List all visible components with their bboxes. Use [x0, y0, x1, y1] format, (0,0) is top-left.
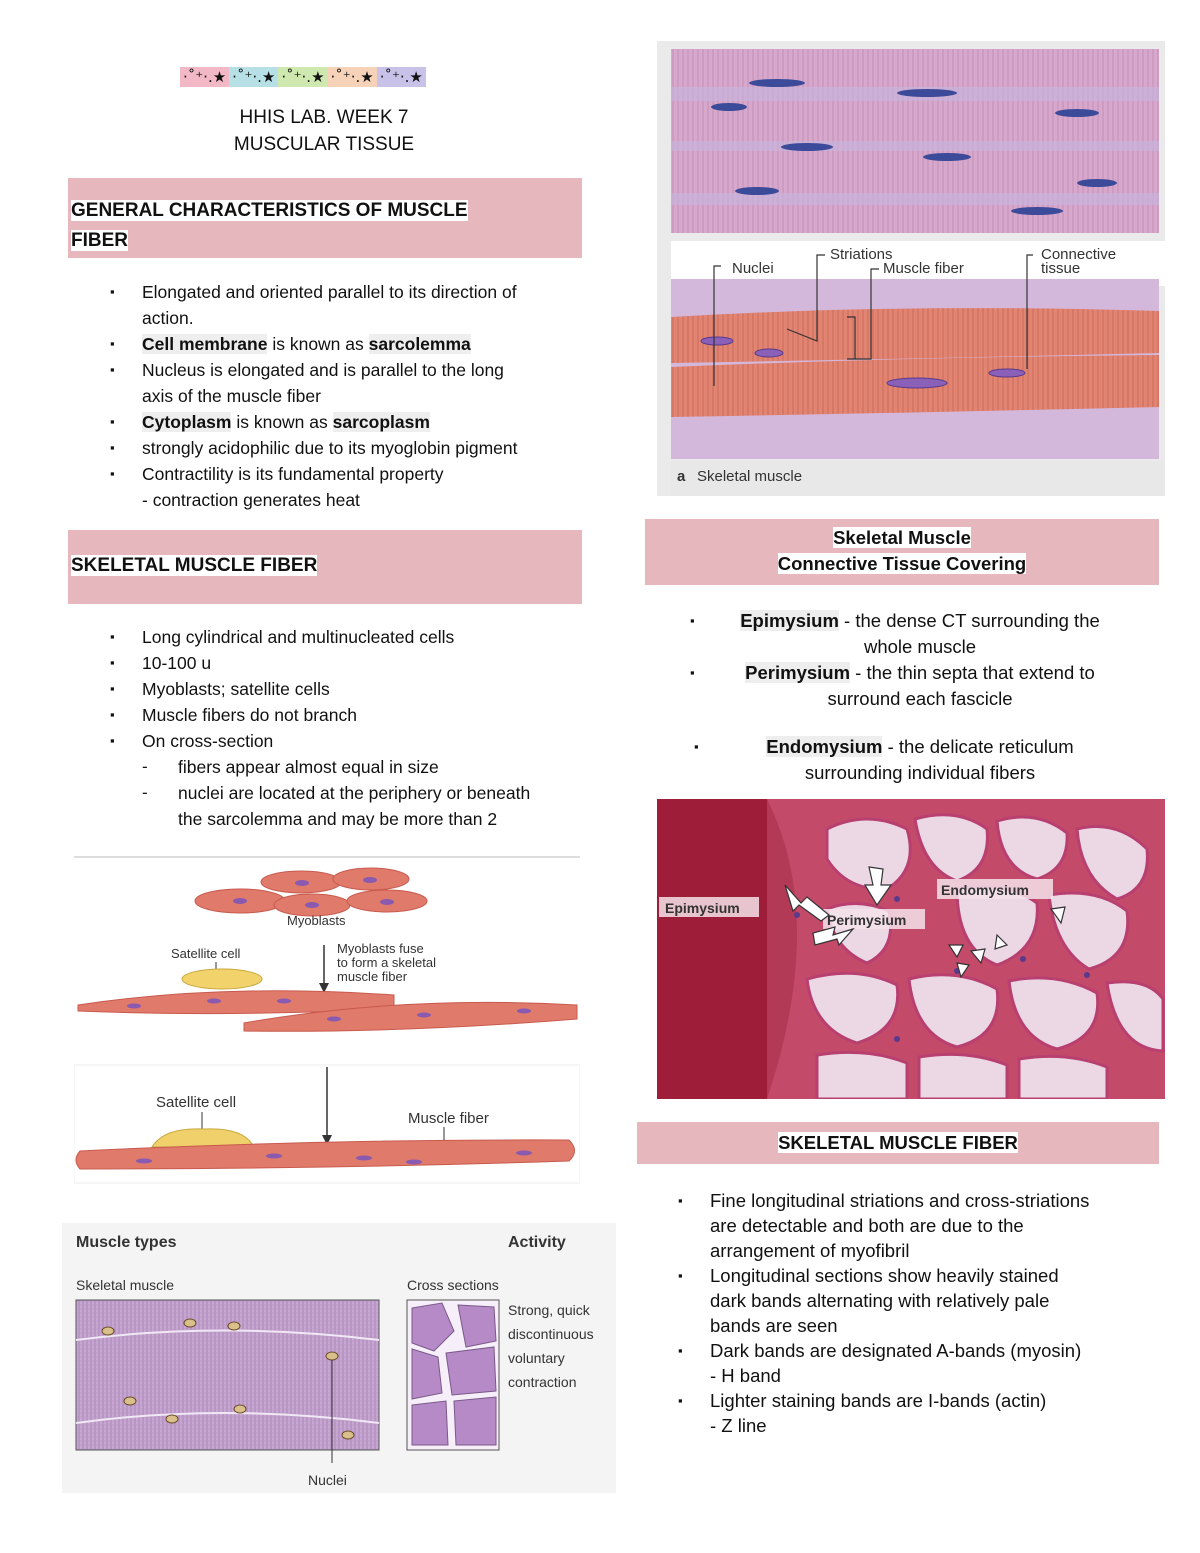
- sub-list-item: fibers appear almost equal in size: [70, 754, 610, 780]
- list-item: Contractility is its fundamental propert…: [70, 461, 590, 513]
- skeletal-heading-bar-right: SKELETAL MUSCLE FIBER: [637, 1122, 1159, 1164]
- list-item: Long cylindrical and multinucleated cell…: [70, 624, 610, 650]
- general-heading-line-1: GENERAL CHARACTERISTICS OF MUSCLE: [71, 200, 468, 221]
- label-tissue: tissue: [1041, 260, 1080, 277]
- list-item: ▪ Epimysium - the dense CT surrounding t…: [690, 610, 1100, 657]
- label-activity-3: voluntary: [508, 1350, 565, 1366]
- list-item: Cytoplasm is known as sarcoplasm: [70, 409, 590, 435]
- skeletal-list-left: Long cylindrical and multinucleated cell…: [70, 624, 610, 832]
- list-item: Cell membrane is known as sarcolemma: [70, 331, 590, 357]
- label-activity-1: Strong, quick: [508, 1302, 591, 1318]
- skeletal-heading-left: SKELETAL MUSCLE FIBER: [71, 555, 318, 576]
- ornament-star-3: ·˚⁺‧.★: [278, 67, 328, 87]
- ct-heading-line-1: Skeletal Muscle: [833, 527, 971, 548]
- list-item: Myoblasts; satellite cells: [70, 676, 610, 702]
- title-line-2: MUSCULAR TISSUE: [233, 134, 415, 155]
- ornament-star-1: ·˚⁺‧.★: [180, 67, 230, 87]
- list-item: Fine longitudinal striations and cross-s…: [638, 1188, 1198, 1263]
- general-heading-line-2: FIBER: [71, 230, 128, 251]
- list-item: Dark bands are designated A-bands (myosi…: [638, 1338, 1198, 1388]
- sub-list-item: nuclei are located at the periphery or b…: [70, 780, 610, 832]
- ornament-star-5: ·˚⁺‧.★: [376, 67, 426, 87]
- list-item: Nucleus is elongated and is parallel to …: [70, 357, 590, 409]
- label-muscle-fiber-top: Muscle fiber: [883, 260, 964, 277]
- label-perimysium: Perimysium: [827, 912, 906, 928]
- list-item: Longitudinal sections show heavily stain…: [638, 1263, 1198, 1338]
- label-connective: Connective: [1041, 246, 1116, 263]
- caption-letter: a: [677, 468, 686, 485]
- skeletal-heading-right: SKELETAL MUSCLE FIBER: [778, 1132, 1018, 1153]
- label-endomysium: Endomysium: [941, 882, 1029, 898]
- ct-covering-list: ▪ Epimysium - the dense CT surrounding t…: [690, 608, 1170, 786]
- label-fuse-2: to form a skeletal: [337, 955, 436, 970]
- list-item: strongly acidophilic due to its myoglobi…: [70, 435, 590, 461]
- title-line-1: HHIS LAB. WEEK 7: [239, 107, 409, 128]
- myoblast-fusion-figure: Myoblasts Satellite cell Myoblasts fuse …: [74, 855, 580, 1185]
- label-satellite-cell: Satellite cell: [171, 946, 240, 961]
- general-heading-bar: GENERAL CHARACTERISTICS OF MUSCLE FIBER: [68, 178, 582, 258]
- skeletal-heading-bar-left: SKELETAL MUSCLE FIBER: [68, 530, 582, 604]
- connective-tissue-micrograph: Epimysium Perimysium Endomysium: [657, 799, 1165, 1099]
- label-activity: Activity: [508, 1234, 566, 1251]
- general-list: Elongated and oriented parallel to its d…: [70, 279, 590, 513]
- muscle-types-figure: Muscle types Activity Skeletal muscle Cr…: [62, 1223, 616, 1493]
- ct-heading-line-2: Connective Tissue Covering: [777, 553, 1027, 574]
- list-item: On cross-section: [70, 728, 610, 754]
- label-activity-4: contraction: [508, 1374, 576, 1390]
- label-striations: Striations: [830, 246, 893, 263]
- label-cross-sections: Cross sections: [407, 1277, 499, 1293]
- list-item: Elongated and oriented parallel to its d…: [70, 279, 590, 331]
- title-ornament: ·˚⁺‧.★·˚⁺‧.★·˚⁺‧.★·˚⁺‧.★·˚⁺‧.★: [180, 67, 426, 87]
- label-skeletal-muscle: Skeletal muscle: [76, 1277, 174, 1293]
- label-muscle-types: Muscle types: [76, 1234, 177, 1251]
- label-epimysium: Epimysium: [665, 900, 740, 916]
- list-item: ▪ Perimysium - the thin septa that exten…: [690, 662, 1095, 709]
- skeletal-muscle-micrograph: Nuclei Striations Muscle fiber Connectiv…: [657, 41, 1165, 496]
- label-fuse-3: muscle fiber: [337, 969, 408, 984]
- label-nuclei-types: Nuclei: [308, 1472, 347, 1488]
- label-activity-2: discontinuous: [508, 1326, 594, 1342]
- label-fuse-1: Myoblasts fuse: [337, 941, 424, 956]
- ct-covering-heading-bar: Skeletal Muscle Connective Tissue Coveri…: [645, 519, 1159, 585]
- list-item: Muscle fibers do not branch: [70, 702, 610, 728]
- label-myoblasts: Myoblasts: [287, 913, 346, 928]
- label-nuclei: Nuclei: [732, 260, 774, 277]
- list-item: Lighter staining bands are I-bands (acti…: [638, 1388, 1198, 1438]
- label-muscle-fiber: Muscle fiber: [408, 1110, 489, 1127]
- page-title: HHIS LAB. WEEK 7 MUSCULAR TISSUE: [68, 104, 580, 158]
- caption-skeletal-muscle: Skeletal muscle: [697, 468, 802, 485]
- skeletal-list-right: Fine longitudinal striations and cross-s…: [638, 1188, 1198, 1438]
- list-item: 10-100 u: [70, 650, 610, 676]
- label-satellite-cell-2: Satellite cell: [156, 1094, 236, 1111]
- ornament-star-4: ·˚⁺‧.★: [327, 67, 377, 87]
- ornament-star-2: ·˚⁺‧.★: [229, 67, 279, 87]
